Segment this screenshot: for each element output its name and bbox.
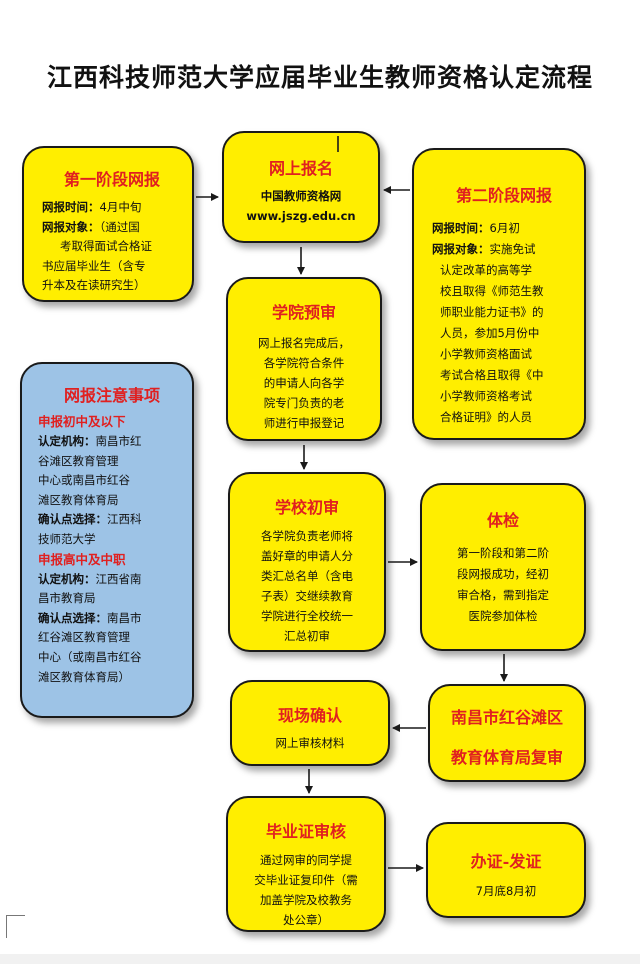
notice-text-line: 红谷滩区教育管理 xyxy=(38,630,130,645)
college-text-line: 的申请人向各学 xyxy=(263,376,345,390)
stage1-target-line: 升本及在读研究生） xyxy=(42,278,146,292)
stage2-title: 第二阶段网报 xyxy=(455,186,552,205)
school-text-line: 类汇总名单（含电 xyxy=(261,569,353,583)
notice-text-line: 江西省南 xyxy=(95,571,142,586)
college-text-line: 各学院符合条件 xyxy=(263,356,345,370)
college-text-line: 院专门负责的老 xyxy=(263,396,345,410)
onsite-text-line: 网上审核材料 xyxy=(275,736,345,750)
onsite-title: 现场确认 xyxy=(277,706,342,725)
issue-text-line: 7月底8月初 xyxy=(475,884,537,898)
exam-title: 体检 xyxy=(486,511,519,530)
notice-text-line: 昌市教育局 xyxy=(38,591,96,606)
notice-text-line: 江西科 xyxy=(107,512,142,527)
notice-section-senior: 申报高中及中职 xyxy=(38,551,126,567)
school-review-box: 学校初审 各学院负责老师将 盖好章的申请人分 类汇总名单（含电 子表）交继续教育… xyxy=(228,472,386,652)
issue-title: 办证-发证 xyxy=(470,852,542,871)
stage2-target-line: 小学教师资格面试 xyxy=(440,347,532,361)
stage2-box: 第二阶段网报 网报时间：6月初 网报对象：实施免试 认定改革的高等学 校且取得《… xyxy=(412,148,586,440)
online-registration-box: 网上报名 中国教师资格网 www.jszg.edu.cn xyxy=(222,131,380,243)
online-site-url: www.jszg.edu.cn xyxy=(246,208,356,223)
stage1-box: 第一阶段网报 网报时间：4月中旬 网报对象：（通过国 考取得面试合格证 书应届毕… xyxy=(22,146,194,302)
page-title: 江西科技师范大学应届毕业生教师资格认定流程 xyxy=(46,63,593,92)
notice-text-line: 中心（或南昌市红谷 xyxy=(38,649,142,664)
stage1-time-key: 网报时间： xyxy=(42,200,100,214)
online-site-name: 中国教师资格网 xyxy=(260,189,342,203)
school-text-line: 各学院负责老师将 xyxy=(261,529,353,543)
stage2-target-line: 认定改革的高等学 xyxy=(440,263,532,277)
notice-text-line: 技师范大学 xyxy=(38,531,96,546)
exam-text-line: 段网报成功，经初 xyxy=(457,567,549,581)
stage2-target-line: 合格证明》的人员 xyxy=(440,410,532,424)
notice-text-line: 谷滩区教育管理 xyxy=(38,453,119,468)
diploma-text-line: 交毕业证复印件（需 xyxy=(254,873,358,887)
exam-text-line: 审合格，需到指定 xyxy=(457,588,549,602)
diploma-text-line: 加盖学院及校教务 xyxy=(260,893,352,907)
notice-text-line: 南昌市 xyxy=(107,610,142,625)
stage1-target-line: 书应届毕业生（含专 xyxy=(42,258,146,273)
college-text-line: 师进行申报登记 xyxy=(263,416,345,430)
notice-title: 网报注意事项 xyxy=(63,386,160,405)
notice-org-key: 认定机构： xyxy=(38,434,96,448)
physical-exam-box: 体检 第一阶段和第二阶 段网报成功，经初 审合格，需到指定 医院参加体检 xyxy=(420,483,586,651)
school-text-line: 汇总初审 xyxy=(284,629,330,643)
district-review-title: 南昌市红谷滩区 xyxy=(450,708,563,727)
stage2-target-line: 考试合格且取得《中 xyxy=(440,368,544,382)
diploma-title: 毕业证审核 xyxy=(265,822,346,841)
district-review-box: 南昌市红谷滩区 教育体育局复审 xyxy=(428,684,586,782)
stage1-target-line: （通过国 xyxy=(99,219,140,234)
school-title: 学校初审 xyxy=(274,498,339,517)
notice-box: 网报注意事项 申报初中及以下 认定机构：南昌市红 谷滩区教育管理 中心或南昌市红… xyxy=(20,362,194,718)
diploma-text-line: 通过网审的同学提 xyxy=(260,853,352,867)
school-text-line: 子表）交继续教育 xyxy=(261,589,353,603)
stage1-target-key: 网报对象： xyxy=(42,219,100,234)
notice-section-junior: 申报初中及以下 xyxy=(38,414,126,429)
stage2-target-line: 小学教师资格考试 xyxy=(440,389,532,403)
stage2-time-key: 网报时间： xyxy=(432,221,490,235)
school-text-line: 盖好章的申请人分 xyxy=(261,549,353,563)
online-title: 网上报名 xyxy=(268,159,333,178)
stage1-title: 第一阶段网报 xyxy=(63,170,160,189)
stage2-time-value: 6月初 xyxy=(489,221,520,235)
exam-text-line: 第一阶段和第二阶 xyxy=(457,546,549,560)
college-review-box: 学院预审 网上报名完成后， 各学院符合条件 的申请人向各学 院专门负责的老 师进… xyxy=(226,277,382,441)
exam-text-line: 医院参加体检 xyxy=(468,609,538,623)
stage2-target-line: 校且取得《师范生教 xyxy=(440,284,544,298)
onsite-confirm-box: 现场确认 网上审核材料 xyxy=(230,680,390,766)
diploma-review-box: 毕业证审核 通过网审的同学提 交毕业证复印件（需 加盖学院及校教务 处公章） xyxy=(226,796,386,932)
diploma-text-line: 处公章） xyxy=(283,913,329,927)
notice-text-line: 中心或南昌市红谷 xyxy=(38,473,130,488)
college-title: 学院预审 xyxy=(271,303,336,322)
school-text-line: 学院进行全校统一 xyxy=(261,609,353,623)
stage2-target-line: 人员，参加5月份中 xyxy=(440,326,540,340)
notice-text-line: 滩区教育体育局） xyxy=(38,669,130,684)
stage1-target-line: 考取得面试合格证 xyxy=(60,239,152,253)
stage2-target-line: 师职业能力证书》的 xyxy=(440,305,544,319)
stage1-time-value: 4月中旬 xyxy=(99,200,142,214)
notice-text-line: 滩区教育体育局 xyxy=(38,492,119,507)
notice-site-key: 确认点选择： xyxy=(38,610,107,625)
page-corner-mark xyxy=(6,915,25,938)
notice-org-key: 认定机构： xyxy=(38,571,96,586)
stage2-target-key: 网报对象： xyxy=(432,242,490,256)
notice-site-key: 确认点选择： xyxy=(38,512,107,527)
district-review-title: 教育体育局复审 xyxy=(450,748,563,767)
college-text-line: 网上报名完成后， xyxy=(258,336,350,350)
bottom-strip xyxy=(0,954,640,964)
notice-text-line: 南昌市红 xyxy=(95,434,142,448)
certificate-issue-box: 办证-发证 7月底8月初 xyxy=(426,822,586,918)
stage2-target-line: 实施免试 xyxy=(489,242,536,256)
